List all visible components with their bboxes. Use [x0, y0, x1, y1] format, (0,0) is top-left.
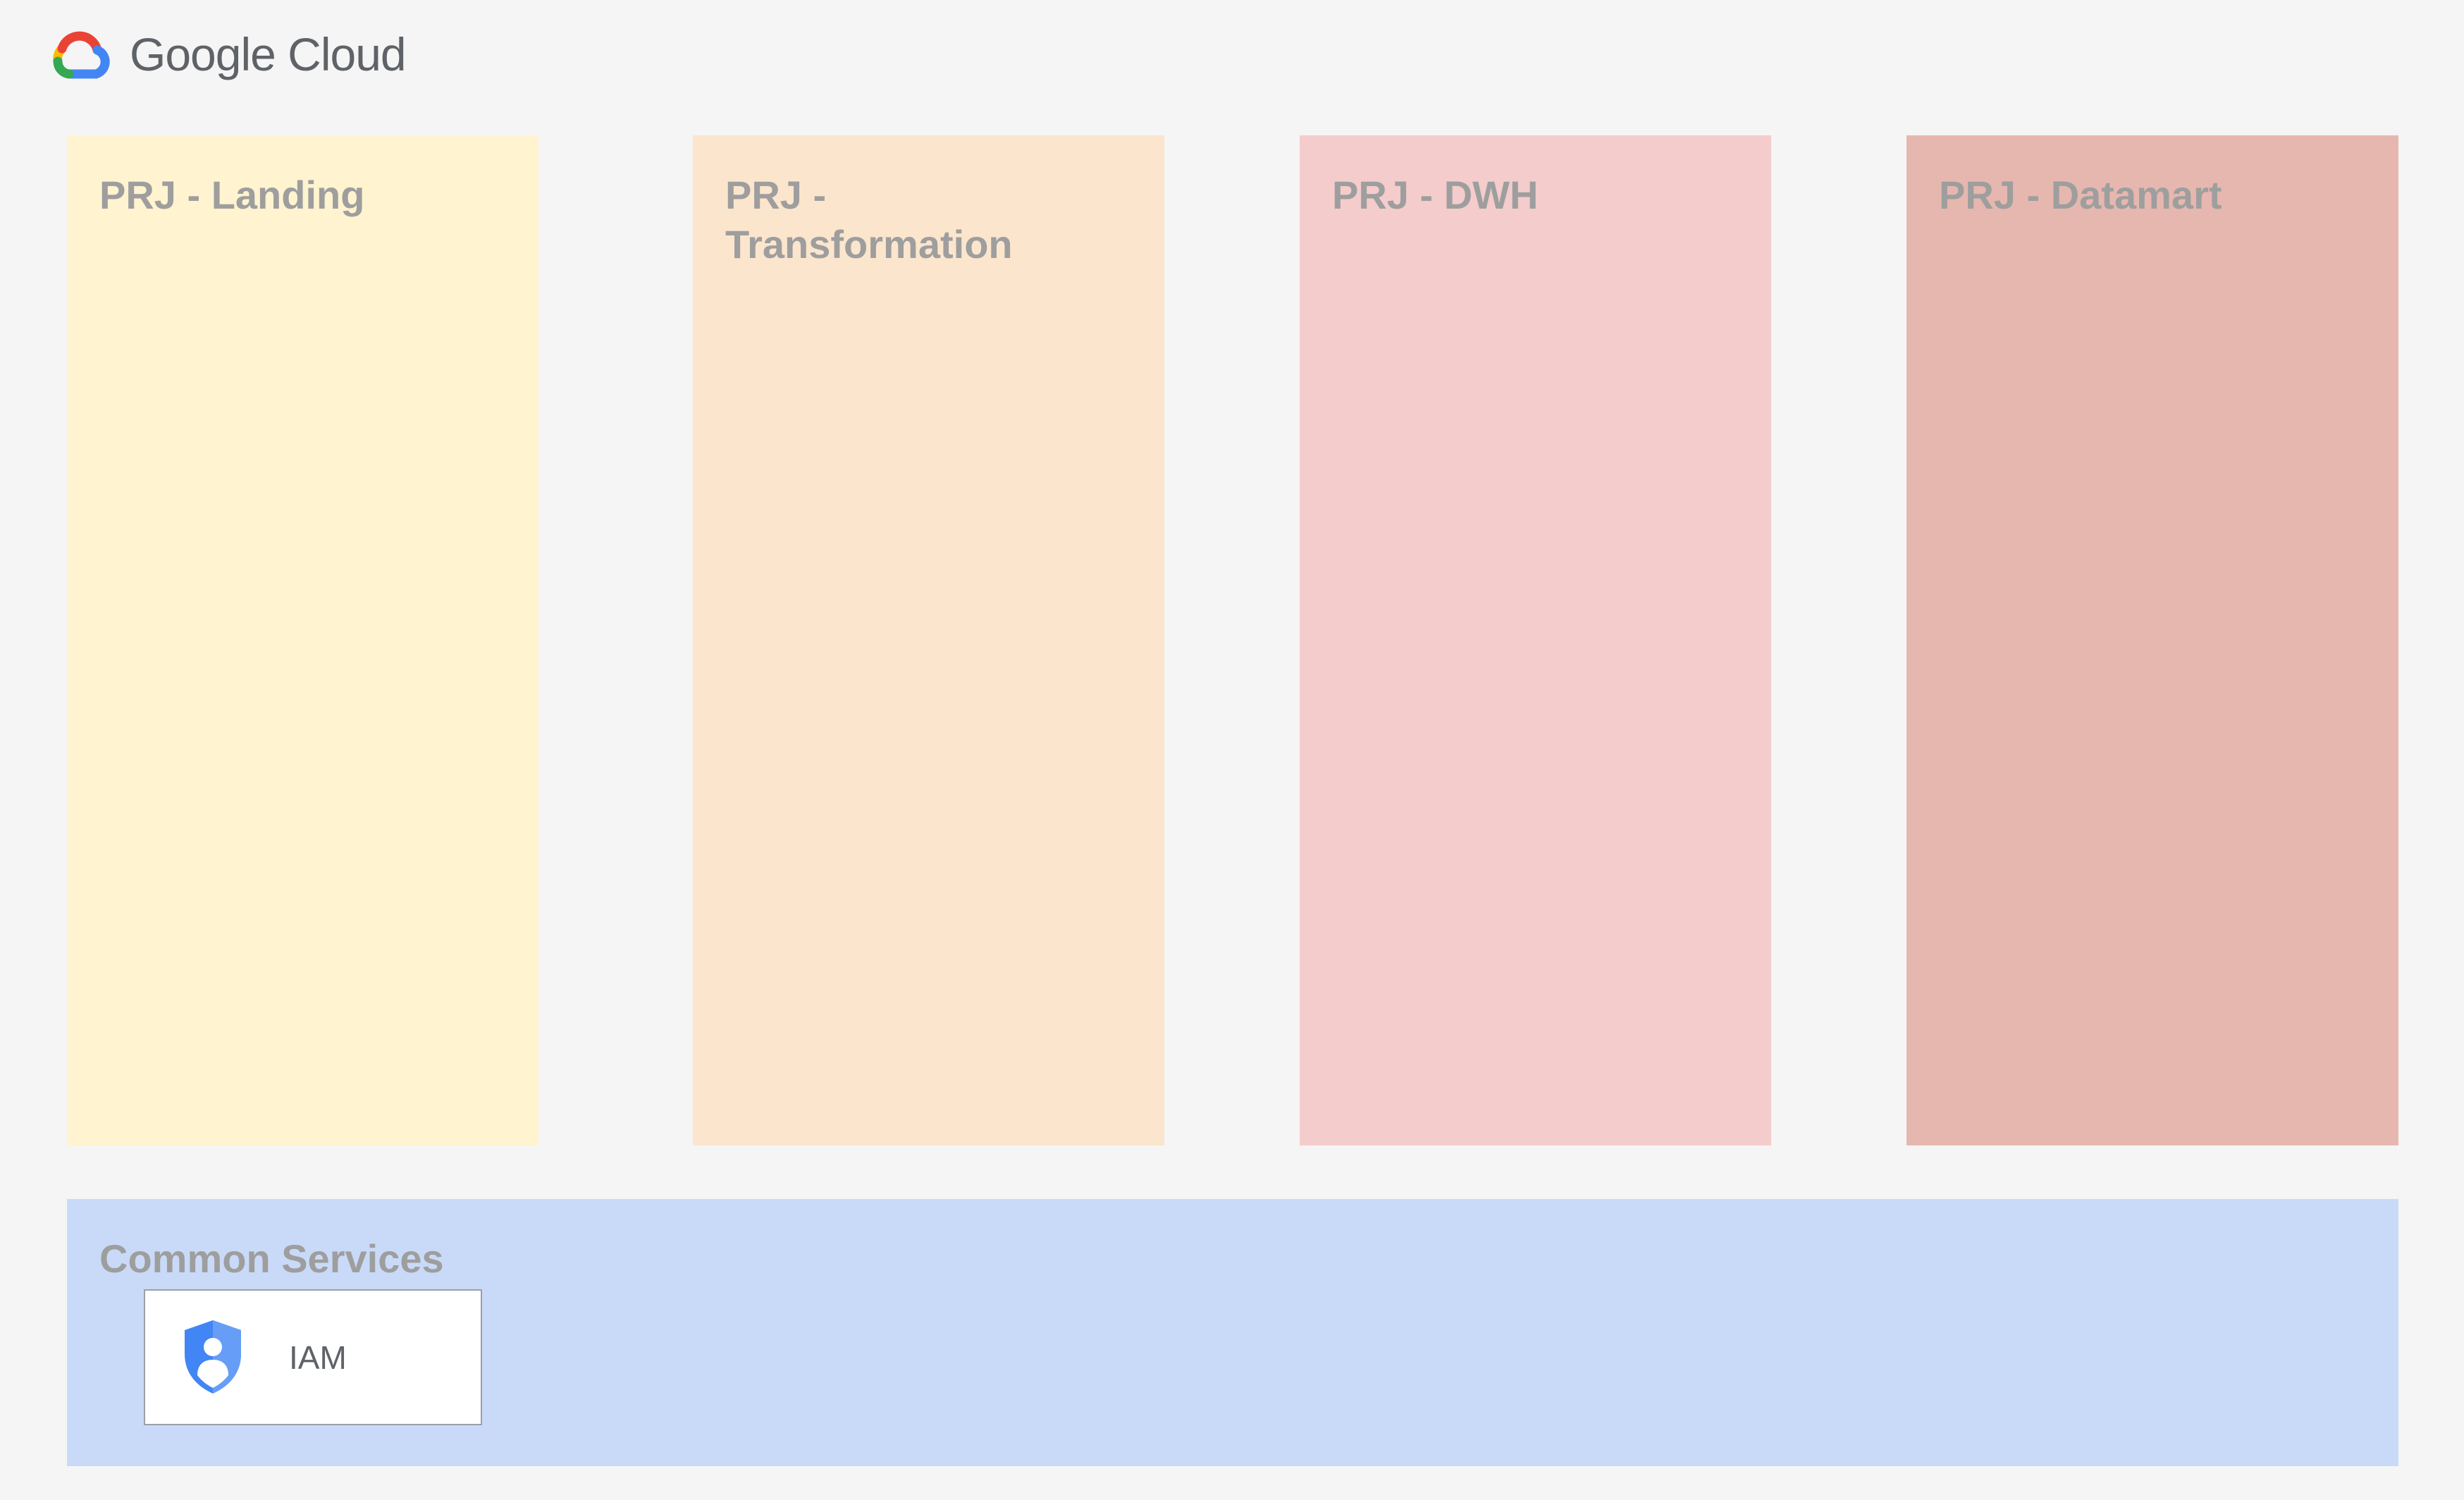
iam-shield-icon: [185, 1320, 241, 1394]
service-card-iam: IAM: [144, 1289, 482, 1425]
common-services: Common Services IAM: [67, 1199, 2398, 1466]
project-title: PRJ - Datamart: [1939, 173, 2222, 217]
google-cloud-logo: Google Cloud: [44, 23, 407, 86]
logo-text: Google Cloud: [130, 28, 407, 80]
project-dwh: PRJ - DWH: [1300, 135, 1771, 1145]
project-transformation: PRJ - Transformation: [693, 135, 1164, 1145]
google-cloud-logo-icon: [53, 31, 110, 79]
project-title: PRJ - Transformation: [725, 173, 1013, 266]
common-services-title: Common Services: [99, 1236, 444, 1281]
project-title: PRJ - DWH: [1332, 173, 1539, 217]
service-label: IAM: [289, 1339, 347, 1376]
project-datamart: PRJ - Datamart: [1906, 135, 2398, 1145]
project-landing: PRJ - Landing: [67, 135, 538, 1145]
project-title: PRJ - Landing: [99, 173, 365, 217]
